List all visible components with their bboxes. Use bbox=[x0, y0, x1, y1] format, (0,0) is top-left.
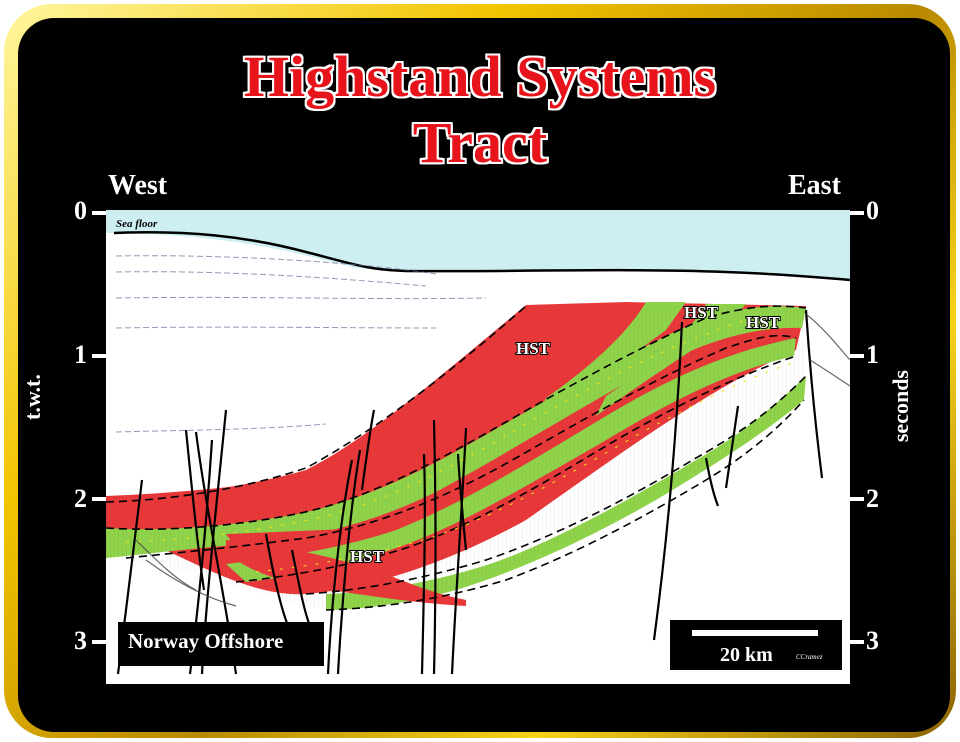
left-tick-0: 0 bbox=[74, 196, 87, 225]
seismic-section: Sea floor bbox=[106, 210, 850, 684]
hst-label-2: HST bbox=[684, 303, 719, 322]
hst-label-4: HST bbox=[350, 547, 385, 566]
credit-label: CCramez bbox=[796, 653, 823, 661]
scale-bar bbox=[692, 630, 818, 636]
location-label: Norway Offshore bbox=[128, 629, 284, 653]
yellow-horizons bbox=[125, 319, 797, 573]
horizon-lines bbox=[106, 305, 807, 611]
right-tick-3: 3 bbox=[866, 626, 879, 655]
title-line-2: Tract bbox=[412, 110, 548, 175]
shallow-reflectors bbox=[115, 255, 487, 433]
direction-east: East bbox=[788, 170, 841, 201]
left-tick-1: 1 bbox=[74, 340, 87, 369]
scale-label: 20 km bbox=[720, 644, 773, 666]
water-column bbox=[106, 210, 850, 280]
title-line-1: Highstand Systems bbox=[243, 44, 717, 109]
sea-floor-label: Sea floor bbox=[116, 218, 158, 230]
direction-west: West bbox=[108, 170, 168, 201]
left-tick-3: 3 bbox=[74, 626, 87, 655]
hst-label-1: HST bbox=[516, 339, 551, 358]
hst-label-3: HST bbox=[746, 313, 781, 332]
left-tick-2: 2 bbox=[74, 484, 87, 513]
right-tick-0: 0 bbox=[866, 196, 879, 225]
sea-floor-line bbox=[113, 231, 850, 282]
right-tick-1: 1 bbox=[866, 340, 879, 369]
scale-box: 20 km CCramez bbox=[670, 620, 842, 670]
location-box: Norway Offshore bbox=[118, 622, 324, 666]
right-tick-2: 2 bbox=[866, 484, 879, 513]
